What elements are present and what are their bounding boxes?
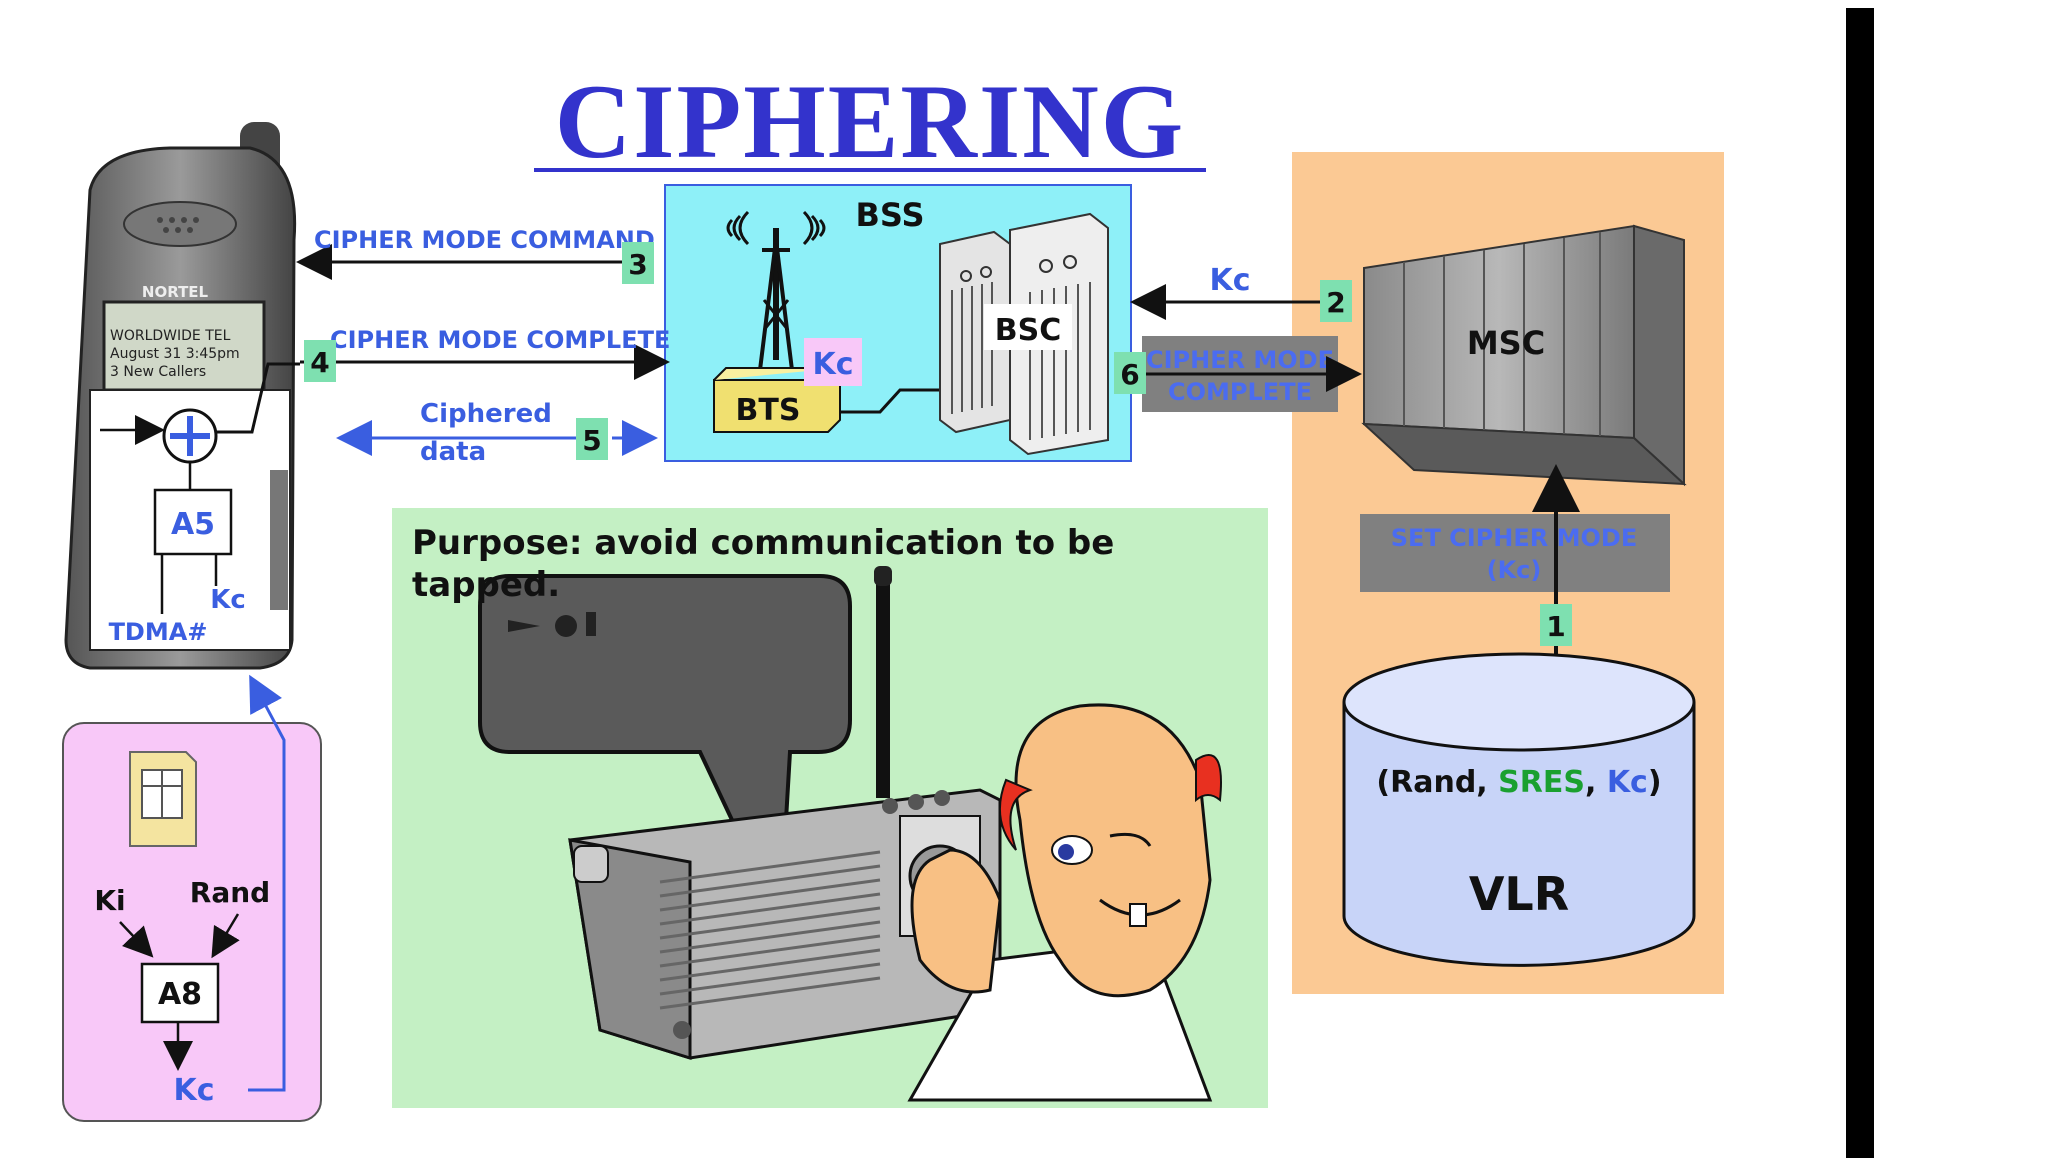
bss-kc-label: Kc <box>812 347 853 382</box>
bsc-label-bg <box>984 304 1072 350</box>
right-edge-bar <box>1846 8 1874 1158</box>
vlr-triplet: (Rand, SRES, Kc) <box>1376 765 1661 800</box>
sim-rand-label: Rand <box>190 876 270 909</box>
step-2-badge: 2 <box>1326 286 1345 319</box>
cipher-mode-complete-box-line-2: COMPLETE <box>1168 378 1312 406</box>
vlr-label: VLR <box>1469 867 1569 921</box>
bss-label: BSS <box>855 196 924 234</box>
phone-kc-label: Kc <box>210 585 246 615</box>
vlr-sres: SRES <box>1498 765 1585 800</box>
cipher-mode-complete-box-line-1: CIPHER MODE <box>1146 346 1334 374</box>
phone-screen-line-1: WORLDWIDE TEL <box>110 328 231 344</box>
cipher-mode-command-label: CIPHER MODE COMMAND <box>314 226 655 254</box>
antenna-tower-icon <box>726 210 826 371</box>
vlr-triplet-open: (Rand, <box>1376 765 1498 800</box>
ciphered-label: Ciphered <box>420 399 552 429</box>
radio-illustration <box>568 566 1002 1061</box>
purpose-line-2: tapped. <box>412 565 560 605</box>
msc-label: MSC <box>1467 324 1545 362</box>
set-cipher-mode-line-2: (Kc) <box>1487 556 1542 584</box>
xor-icon <box>162 408 218 464</box>
page-title: CIPHERING <box>554 63 1186 180</box>
step-5-badge: 5 <box>582 424 601 457</box>
step-badges: 1 2 3 4 5 6 <box>304 242 1572 646</box>
step-1-badge: 1 <box>1546 610 1565 643</box>
a5-box <box>153 488 233 556</box>
phone-brand: NORTEL <box>142 283 209 301</box>
step-4-badge: 4 <box>310 346 329 379</box>
a5-label: A5 <box>171 507 215 542</box>
bsc-label: BSC <box>995 313 1062 348</box>
msc-kc-label: Kc <box>1209 263 1250 298</box>
data-label: data <box>420 437 486 467</box>
static-noise-icon <box>508 612 596 637</box>
tdma-label: TDMA# <box>109 618 208 646</box>
eavesdropper-illustration <box>907 703 1222 1102</box>
step-6-badge: 6 <box>1120 358 1139 391</box>
vlr-triplet-close: ) <box>1648 765 1662 800</box>
bss-kc-badge <box>804 338 862 386</box>
sim-card-icon <box>129 751 197 847</box>
set-cipher-mode-box <box>1360 514 1670 592</box>
set-cipher-mode-line-1: SET CIPHER MODE <box>1391 524 1637 552</box>
cipher-mode-complete-label: CIPHER MODE COMPLETE <box>330 326 670 354</box>
bts-label: BTS <box>736 393 801 428</box>
title-underline <box>534 168 1206 172</box>
phone-screen-line-3: 3 New Callers <box>110 364 206 380</box>
sim-kc-label: Kc <box>173 1073 214 1108</box>
sim-ki-label: Ki <box>94 884 125 917</box>
phone-screen-line-2: August 31 3:45pm <box>110 346 240 362</box>
a8-label: A8 <box>158 977 202 1012</box>
vlr-database-cylinder <box>1342 652 1696 967</box>
a8-box <box>140 962 220 1024</box>
step-3-badge: 3 <box>628 248 647 281</box>
msc-switch-illustration <box>1361 224 1687 487</box>
vlr-triplet-sep: , <box>1585 765 1607 800</box>
purpose-line-1: Purpose: avoid communication to be <box>412 523 1114 563</box>
vlr-kc: Kc <box>1607 765 1648 800</box>
